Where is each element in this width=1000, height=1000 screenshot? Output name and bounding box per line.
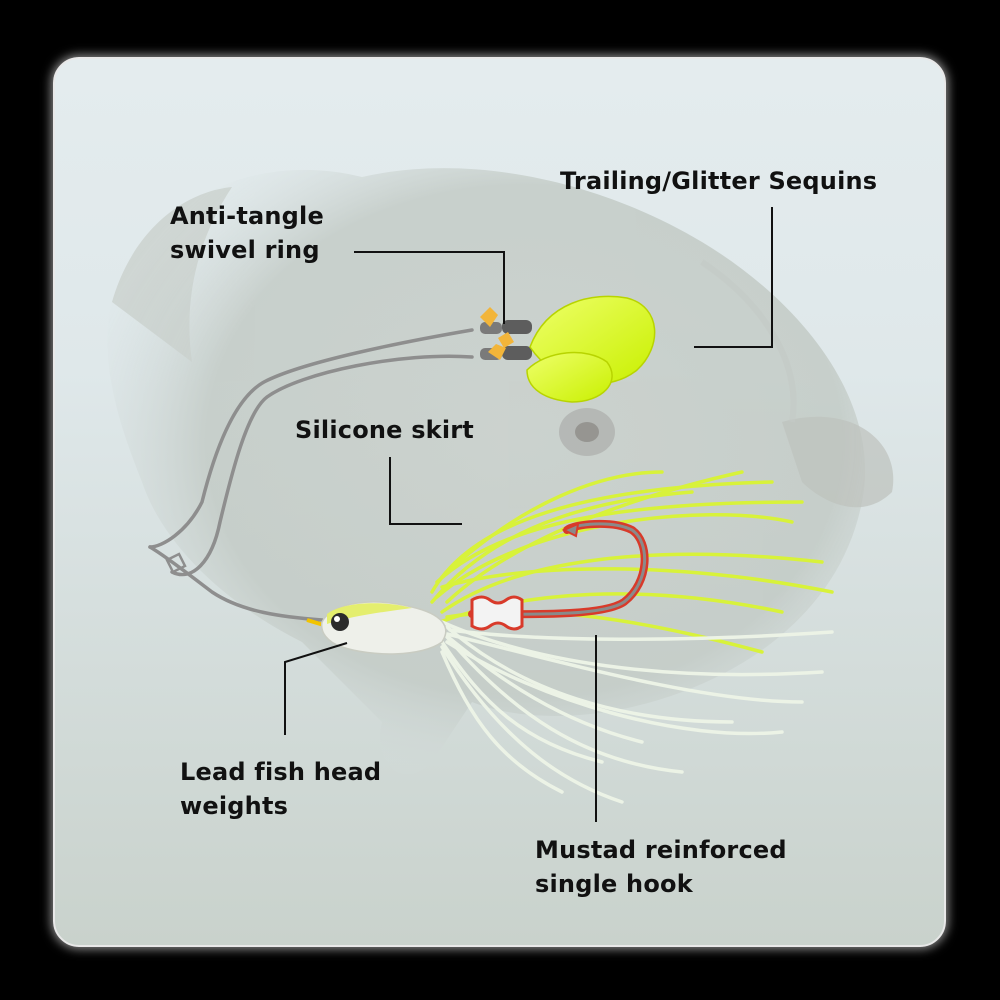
- trailing-blades: [526, 295, 656, 403]
- callout-leader-lines: [284, 207, 773, 822]
- label-silicone-skirt: Silicone skirt: [295, 416, 474, 444]
- leader-lead-head: [284, 642, 348, 735]
- wire-arm: [148, 328, 474, 622]
- leader-anti-tangle: [354, 251, 505, 324]
- label-lead-fish-head: Lead fish head weights: [180, 758, 382, 820]
- label-anti-tangle-swivel: Anti-tangle swivel ring: [170, 202, 324, 264]
- label-mustad-hook: Mustad reinforced single hook: [535, 836, 787, 898]
- image-panel: Trailing/Glitter Sequins Anti-tangle swi…: [53, 57, 946, 947]
- leader-silicone-skirt: [389, 457, 462, 525]
- leader-trailing-sequins: [694, 207, 773, 348]
- label-trailing-sequins: Trailing/Glitter Sequins: [560, 167, 878, 195]
- swivel-rings: [480, 307, 532, 360]
- lead-fish-head: [306, 601, 447, 655]
- background-fish: [107, 168, 894, 775]
- single-hook: [468, 519, 649, 631]
- spinnerbait-illustration: [107, 168, 894, 822]
